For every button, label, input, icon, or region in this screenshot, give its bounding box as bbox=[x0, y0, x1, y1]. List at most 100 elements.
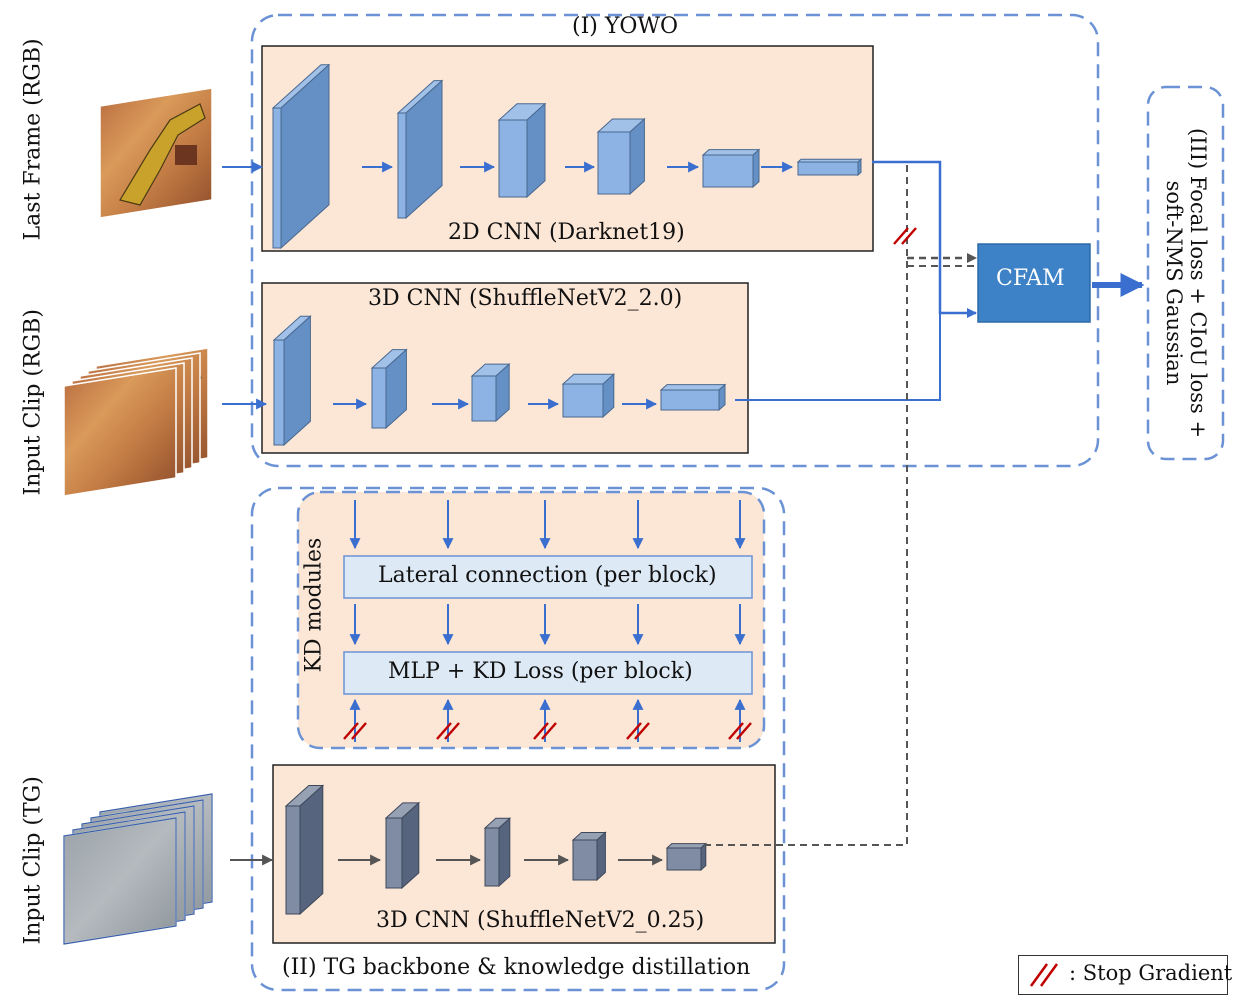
cnn3d-tg-block-3 bbox=[483, 817, 512, 888]
cfam-box bbox=[977, 243, 1091, 323]
cnn2d-block-3-front bbox=[498, 119, 528, 198]
stop-gradient-mark-kd-4-a bbox=[626, 722, 642, 740]
stop-gradient-mark-kd-2-a bbox=[436, 722, 452, 740]
cnn2d-blocks bbox=[271, 63, 863, 250]
cnn3d-tg-blocks bbox=[284, 784, 708, 916]
cnn2d-box bbox=[261, 45, 874, 252]
input-clip-rgb-image bbox=[63, 347, 209, 497]
cnn2d-block-4-side bbox=[629, 117, 645, 196]
cnn2d-block-3 bbox=[497, 102, 547, 199]
input-clip-tg-label: Input Clip (TG) bbox=[20, 776, 46, 945]
stop-gradient-legend: : Stop Gradient bbox=[1018, 955, 1232, 995]
cnn3d-block-2 bbox=[370, 348, 408, 430]
cnn3d-tg-block-1-side bbox=[299, 784, 324, 916]
cnn3d-tg-block-1-front bbox=[285, 805, 301, 915]
cnn3d-tg-block-4 bbox=[571, 831, 607, 882]
cnn3d-tg-block-5-top bbox=[665, 843, 708, 849]
tg-frame-1-frame bbox=[63, 817, 177, 945]
cnn2d-block-4-front bbox=[597, 131, 631, 195]
cnn2d-block-4 bbox=[596, 117, 646, 196]
cnn3d-block-1-front bbox=[273, 339, 285, 446]
stop-gradient-mark-kd-2 bbox=[436, 722, 460, 740]
clip-frame-1 bbox=[63, 367, 177, 497]
last-frame-label: Last Frame (RGB) bbox=[20, 38, 46, 241]
stop-gradient-legend-label: : Stop Gradient bbox=[1069, 961, 1233, 985]
stop-gradient-mark-kd-1 bbox=[343, 722, 367, 740]
stop-gradient-mark-kd-3-b bbox=[541, 722, 557, 740]
cnn3d-block-4-front bbox=[562, 383, 604, 418]
stop-gradient-mark-cfam-b bbox=[901, 227, 917, 245]
stop-gradient-mark-kd-1-a bbox=[343, 722, 359, 740]
input-clip-tg-image bbox=[63, 793, 213, 945]
cnn3d-block-4 bbox=[561, 373, 616, 419]
cnn2d-block-1-front bbox=[272, 107, 282, 249]
yowo-panel-border bbox=[250, 13, 1100, 468]
excavator-arm bbox=[119, 103, 206, 206]
cnn2d-block-5-side bbox=[752, 148, 760, 189]
cnn3d-block-1 bbox=[272, 315, 312, 447]
cnn3d-tg-block-2-side bbox=[401, 801, 420, 890]
cnn3d-block-3-front bbox=[471, 375, 497, 422]
tg-frame-1 bbox=[63, 817, 177, 945]
stop-gradient-mark-kd-5 bbox=[728, 722, 752, 740]
mlp-kd-loss-box bbox=[343, 651, 753, 695]
lateral-connection-box bbox=[343, 555, 753, 599]
cnn2d-block-5 bbox=[701, 148, 761, 189]
cnn2d-block-3-side bbox=[526, 102, 546, 199]
cnn3d-tg-block-5-front bbox=[666, 847, 702, 871]
lateral-connection-label: Lateral connection (per block) bbox=[378, 563, 717, 588]
cnn3d-block-5-front bbox=[660, 389, 720, 411]
arrow-2d-to-cfam bbox=[872, 160, 977, 318]
cnn2d-block-6-front bbox=[797, 161, 859, 176]
cnn3d-tg-block-4-front bbox=[572, 839, 598, 881]
cfam-label: CFAM bbox=[996, 266, 1065, 291]
cnn3d-tg-block-5 bbox=[665, 842, 708, 872]
kd-modules-label: KD modules bbox=[301, 537, 327, 673]
loss-panel-title: (III) Focal loss + CIoU loss + soft-NMS … bbox=[1162, 127, 1210, 439]
stop-gradient-mark-cfam bbox=[893, 227, 917, 245]
cnn3d-label: 3D CNN (ShuffleNetV2_2.0) bbox=[368, 286, 683, 311]
cnn3d-tg-block-3-front bbox=[484, 827, 500, 887]
mlp-kd-loss-label: MLP + KD Loss (per block) bbox=[388, 659, 693, 684]
stop-gradient-mark-kd-4-b bbox=[634, 722, 650, 740]
cnn2d-block-2-front bbox=[397, 112, 407, 219]
cnn3d-block-2-front bbox=[371, 367, 387, 429]
input-clip-rgb-label: Input Clip (RGB) bbox=[20, 309, 46, 496]
cnn2d-block-6 bbox=[796, 158, 863, 177]
stop-gradient-mark-kd-3 bbox=[533, 722, 557, 740]
cnn3d-tg-label: 3D CNN (ShuffleNetV2_0.25) bbox=[376, 908, 705, 933]
kd-modules-box bbox=[296, 490, 766, 750]
stop-gradient-mark-kd-5-b bbox=[736, 722, 752, 740]
excavator-bucket bbox=[175, 145, 197, 165]
tg-panel-title: (II) TG backbone & knowledge distillatio… bbox=[282, 955, 751, 980]
cnn3d-tg-block-2 bbox=[384, 801, 421, 890]
tg-frame-border-1 bbox=[63, 817, 177, 945]
cnn3d-block-5 bbox=[659, 383, 727, 412]
cnn3d-blocks bbox=[272, 315, 727, 447]
cnn2d-label: 2D CNN (Darknet19) bbox=[448, 220, 685, 245]
cnn3d-tg-block-2-front bbox=[385, 817, 403, 889]
cnn2d-block-2 bbox=[396, 79, 444, 220]
cnn3d-block-5-top bbox=[659, 384, 727, 391]
cnn3d-tg-block-1 bbox=[284, 784, 325, 916]
cnn3d-block-3 bbox=[470, 362, 511, 423]
yowo-panel-title: (I) YOWO bbox=[572, 14, 679, 39]
stop-gradient-mark-kd-4 bbox=[626, 722, 650, 740]
cnn2d-block-5-front bbox=[702, 154, 754, 188]
connection-arrows bbox=[222, 160, 1145, 866]
cnn2d-block-5-top bbox=[701, 149, 761, 156]
clip-frame-1-frame bbox=[63, 367, 177, 497]
stop-gradient-mark-kd-5-a bbox=[728, 722, 744, 740]
stop-gradient-mark-cfam-a bbox=[893, 227, 909, 245]
cnn3d-tg-block-4-side bbox=[596, 831, 606, 882]
stop-gradient-legend-icon bbox=[1029, 963, 1059, 987]
loss-panel-border bbox=[1146, 85, 1225, 461]
stop-gradient-marks bbox=[343, 227, 917, 740]
cnn3d-tg-block-5-side bbox=[700, 842, 707, 872]
cnn3d-tg-block-3-side bbox=[498, 817, 511, 888]
cnn2d-block-1 bbox=[271, 63, 331, 250]
last-frame-photo bbox=[99, 87, 213, 219]
stop-gradient-mark-kd-1-b bbox=[351, 722, 367, 740]
